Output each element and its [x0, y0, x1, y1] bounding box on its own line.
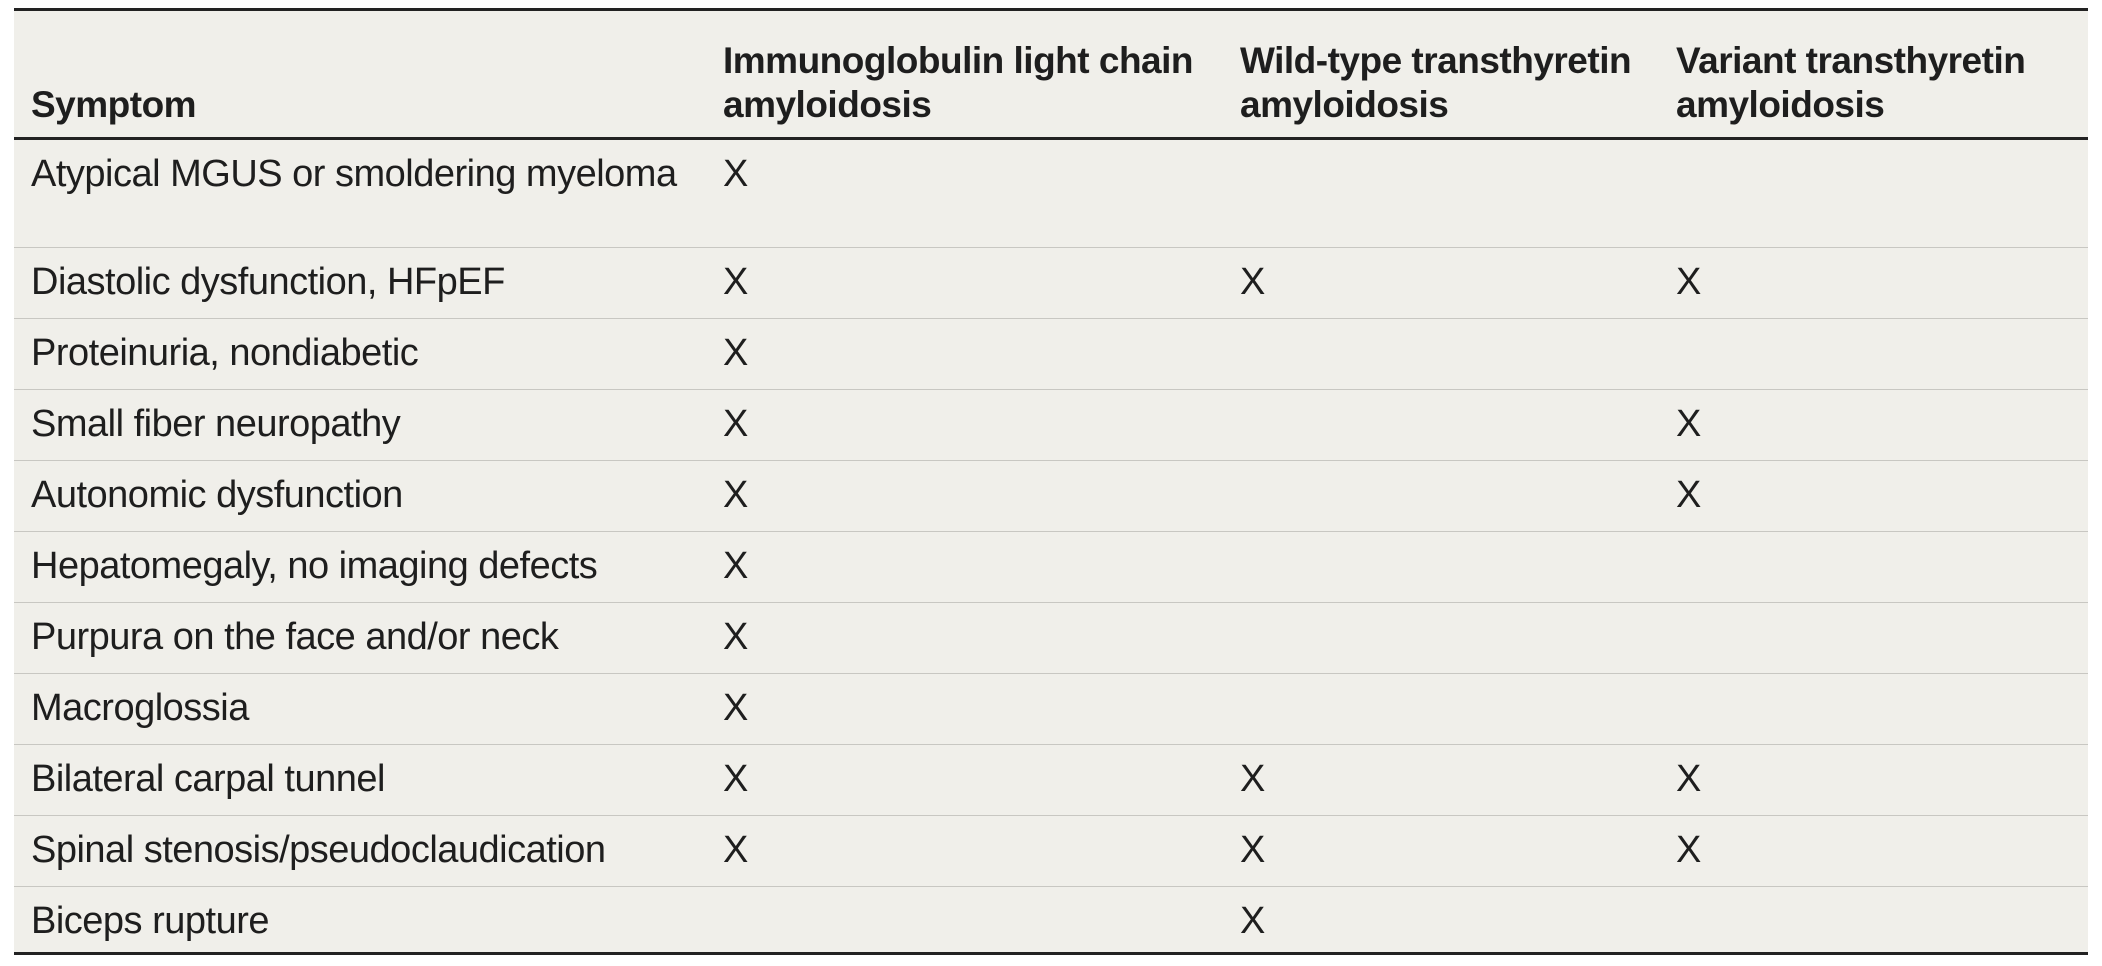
wild-type-ttr-cell: X [1240, 899, 1265, 942]
variant-ttr-cell [1659, 602, 2088, 674]
light-chain-cell [706, 886, 1223, 957]
light-chain-cell: X [706, 602, 1223, 674]
header-symptom: Symptom [14, 11, 706, 140]
variant-ttr-cell [1659, 138, 2088, 248]
light-chain-cell: X [706, 247, 1223, 319]
symptom-cell: Macroglossia [14, 673, 706, 745]
variant-ttr-cell: X [1659, 389, 2088, 461]
wild-type-ttr-cell [1223, 318, 1659, 390]
light-chain-cell: X [706, 318, 1223, 390]
light-chain-cell: X [706, 673, 1223, 745]
symptom-cell: Bilateral carpal tunnel [14, 744, 706, 816]
symptom-cell: Autonomic dysfunction [14, 460, 706, 532]
wild-type-ttr-cell [1223, 460, 1659, 532]
wild-type-ttr-cell [1223, 138, 1659, 248]
table-row: Biceps rupture X [14, 886, 2088, 957]
light-chain-cell: X [706, 460, 1223, 532]
symptom-cell: Biceps rupture [31, 899, 270, 942]
symptom-cell: Spinal stenosis/pseudoclaudication [14, 815, 706, 887]
variant-ttr-cell: X [1659, 247, 2088, 319]
symptom-cell: Atypical MGUS or smoldering myeloma [14, 138, 706, 248]
light-chain-cell: X [706, 138, 1223, 248]
header-light-chain: Immunoglobulin light chain amyloidosis [706, 11, 1223, 140]
amyloidosis-symptom-table: Symptom Immunoglobulin light chain amylo… [14, 11, 2088, 957]
wild-type-ttr-cell: X [1223, 815, 1659, 887]
light-chain-cell: X [706, 815, 1223, 887]
symptom-table: Symptom Immunoglobulin light chain amylo… [14, 8, 2088, 955]
wild-type-ttr-cell: X [1223, 247, 1659, 319]
wild-type-ttr-cell [1223, 673, 1659, 745]
variant-ttr-cell: X [1659, 815, 2088, 887]
light-chain-cell: X [706, 389, 1223, 461]
symptom-cell: Purpura on the face and/or neck [14, 602, 706, 674]
variant-ttr-cell [1659, 673, 2088, 745]
table-header: Symptom Immunoglobulin light chain amylo… [14, 11, 2088, 140]
header-wild-type-ttr: Wild-type transthyretin amyloidosis [1223, 11, 1659, 140]
symptom-cell: Small fiber neuropathy [14, 389, 706, 461]
wild-type-ttr-cell [1223, 389, 1659, 461]
variant-ttr-cell: X [1659, 460, 2088, 532]
header-row: Symptom Immunoglobulin light chain amylo… [14, 11, 2088, 140]
light-chain-cell: X [706, 744, 1223, 816]
light-chain-cell: X [706, 531, 1223, 603]
symptom-cell: Hepatomegaly, no imaging defects [14, 531, 706, 603]
header-variant-ttr: Variant transthyretin amyloidosis [1659, 11, 2088, 140]
variant-ttr-cell [1659, 318, 2088, 390]
wild-type-ttr-cell [1223, 531, 1659, 603]
wild-type-ttr-cell: X [1223, 744, 1659, 816]
variant-ttr-cell [1659, 886, 2088, 957]
symptom-cell: Diastolic dysfunction, HFpEF [14, 247, 706, 319]
variant-ttr-cell [1659, 531, 2088, 603]
symptom-cell: Proteinuria, nondiabetic [14, 318, 706, 390]
wild-type-ttr-cell [1223, 602, 1659, 674]
variant-ttr-cell: X [1659, 744, 2088, 816]
